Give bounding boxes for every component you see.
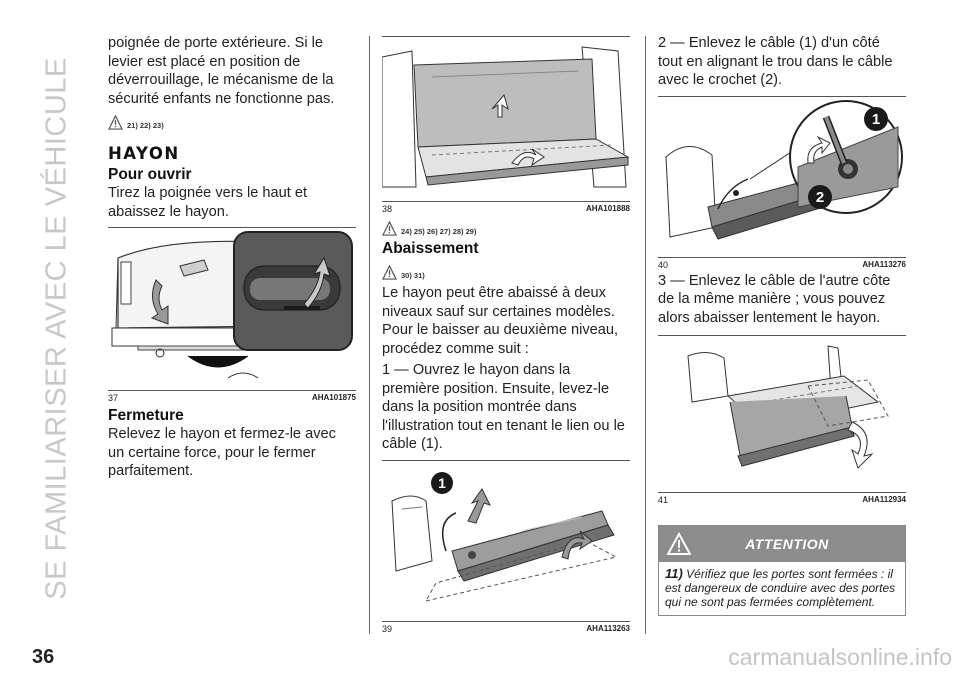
warning-triangle-icon [382,265,397,280]
section-heading: HAYON [108,144,180,163]
figure-number: 37 [108,393,119,403]
column-divider [645,36,646,634]
warning-refs: 21) 22) 23) [108,112,356,130]
figure-number: 41 [658,495,669,505]
figure-38 [382,36,630,202]
figure-39: 1 [382,459,630,622]
column-3: 2 — Enlevez le câble (1) d'un côté tout … [658,34,906,616]
chapter-title-text: SE FAMILIARISER AVEC LE VÉHICULE [40,56,73,600]
callout-1: 1 [872,111,880,128]
figure-40: 1 2 [658,95,906,258]
tailgate-lowered-illustration [658,336,906,492]
warning-text: Vérifiez que les portes sont fermées : i… [665,567,896,609]
refs-text: 30) 31) [401,271,425,280]
tailgate-handle-illustration [108,228,356,390]
warning-refs: 24) 25) 26) 27) 28) 29) [382,218,630,236]
figure-code: AHA112934 [862,495,906,504]
warning-body: 11) Vérifiez que les portes sont fermées… [659,562,905,615]
watermark: carmanualsonline.info [728,644,952,670]
close-subheading: Fermeture [108,407,184,424]
tailgate-open-illustration [382,37,630,201]
warning-title: ATTENTION [745,536,829,552]
refs-text: 21) 22) 23) [127,121,164,130]
figure-code: AHA113263 [586,623,630,633]
step-1-paragraph: 1 — Ouvrez le hayon dans la première pos… [382,362,625,452]
open-subheading: Pour ouvrir [108,166,192,183]
figure-code: AHA101888 [585,204,630,213]
figure-38-caption: 38 AHA101888 [382,202,630,214]
figure-number: 39 [382,623,393,634]
figure-41 [658,335,906,493]
tailgate-cable-illustration: 1 [382,460,630,621]
figure-41-caption: 41 AHA112934 [658,493,906,505]
close-paragraph: Relevez le hayon et fermez-le avec un ce… [108,426,336,479]
warning-triangle-icon [667,532,691,555]
page-number: 36 [32,646,55,668]
intro-paragraph: poignée de porte extérieure. Si le levie… [108,35,335,107]
figure-40-caption: 40 AHA113276 [658,258,906,270]
lowering-paragraph: Le hayon peut être abaissé à deux niveau… [382,285,619,357]
figure-number: 38 [382,204,393,214]
callout-2: 2 [816,189,824,206]
step-2-paragraph: 2 — Enlevez le câble (1) d'un côté tout … [658,35,893,88]
warning-number: 11) [665,566,683,581]
warning-triangle-icon [382,221,397,236]
open-paragraph: Tirez la poignée vers le haut et abaisse… [108,185,308,220]
cable-hook-illustration: 1 2 [658,96,906,257]
warning-icon-wrap [659,526,699,562]
column-2: 38 AHA101888 24) 25) 26) 27) 28) 29) Aba… [382,34,630,634]
column-1: poignée de porte extérieure. Si le levie… [108,34,356,481]
warning-box: ATTENTION 11) Vérifiez que les portes so… [658,525,906,616]
chapter-side-title: SE FAMILIARISER AVEC LE VÉHICULE [22,8,92,648]
warning-triangle-icon [108,115,123,130]
warning-refs: 30) 31) [382,262,630,280]
callout-1: 1 [438,475,446,491]
warning-header: ATTENTION [659,526,905,562]
figure-number: 40 [658,259,669,270]
lowering-subheading: Abaissement [382,240,479,257]
figure-39-caption: 39 AHA113263 [382,622,630,634]
column-divider [369,36,370,634]
step-3-paragraph: 3 — Enlevez le câble de l'autre côte de … [658,272,891,326]
figure-code: AHA101875 [311,393,356,402]
figure-37-caption: 37 AHA101875 [108,391,356,403]
figure-37 [108,227,356,391]
figure-code: AHA113276 [862,259,906,269]
refs-text: 24) 25) 26) 27) 28) 29) [401,227,477,236]
